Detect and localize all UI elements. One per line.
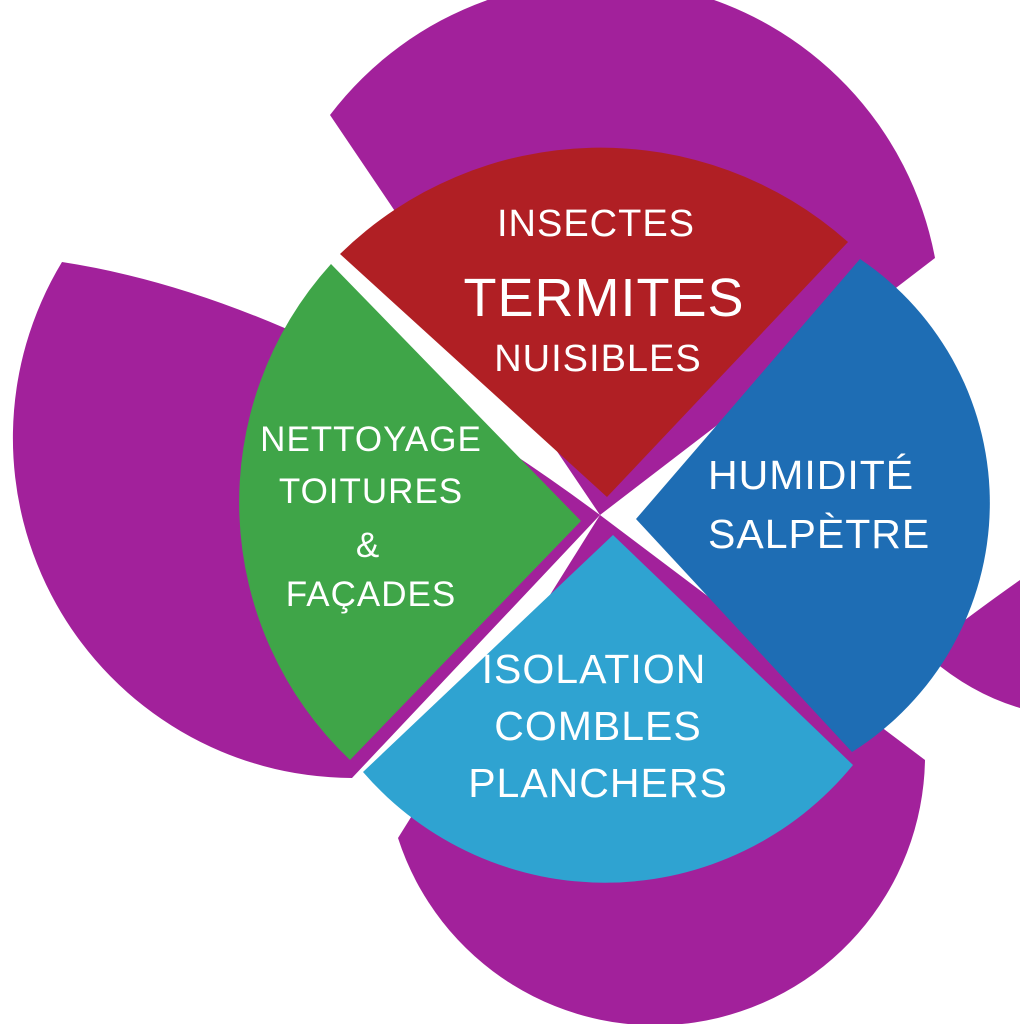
pests-label-line1: INSECTES (497, 203, 695, 245)
pests-label-line3: NUISIBLES (494, 338, 702, 380)
insulation-label-line2: COMBLES (494, 703, 702, 749)
cleaning-label: NETTOYAGE TOITURES & FAÇADES (260, 420, 482, 614)
pests-segment (340, 147, 848, 497)
insulation-label-line1: ISOLATION (482, 646, 707, 692)
insulation-label-line3: PLANCHERS (468, 760, 728, 806)
cleaning-label-line3: & (356, 526, 380, 565)
cleaning-label-line4: FAÇADES (286, 575, 456, 614)
insulation-label: ISOLATION COMBLES PLANCHERS (468, 646, 728, 806)
insulation-segment (363, 535, 853, 883)
cleaning-label-line1: NETTOYAGE (260, 420, 482, 459)
cleaning-label-line2: TOITURES (279, 472, 463, 511)
cleaning-segment (239, 264, 581, 760)
humidity-segment (636, 259, 990, 752)
humidity-label: HUMIDITÉ SALPÈTRE (708, 452, 930, 557)
humidity-label-line1: HUMIDITÉ (708, 452, 914, 498)
humidity-label-line2: SALPÈTRE (708, 511, 930, 557)
backdrop-blade-right (928, 580, 1020, 708)
pests-label: INSECTES TERMITES NUISIBLES (463, 203, 744, 380)
service-petals (239, 147, 990, 883)
pests-label-line2: TERMITES (463, 268, 744, 328)
